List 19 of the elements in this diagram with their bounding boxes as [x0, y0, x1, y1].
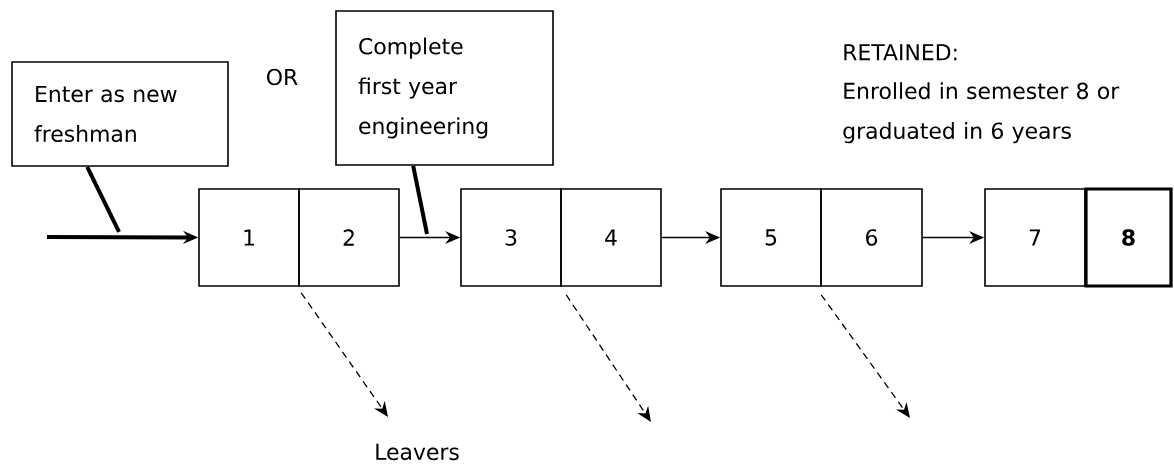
callout-box: Enter as new freshman	[11, 61, 229, 167]
leader-line	[85, 165, 121, 233]
semester-box: 6	[820, 188, 923, 287]
semester-box: 2	[298, 188, 400, 287]
semester-box: 1	[198, 188, 300, 287]
arrow	[300, 292, 388, 417]
leader-line	[411, 165, 429, 235]
note-text: Enrolled in semester 8 or graduated in 6 years	[843, 82, 1120, 144]
caption-text: Leavers	[376, 443, 459, 461]
semester-box: 4	[560, 188, 662, 287]
semester-box: 8	[1084, 187, 1173, 288]
arrow	[820, 294, 910, 418]
callout-box: Complete first year engineering	[335, 10, 554, 166]
connector-word: OR	[267, 68, 298, 86]
arrow	[565, 294, 651, 422]
semester-box: 5	[720, 188, 822, 287]
semester-box: 3	[460, 188, 562, 287]
heading-text: RETAINED:	[844, 44, 957, 61]
semester-box: 7	[984, 188, 1086, 287]
